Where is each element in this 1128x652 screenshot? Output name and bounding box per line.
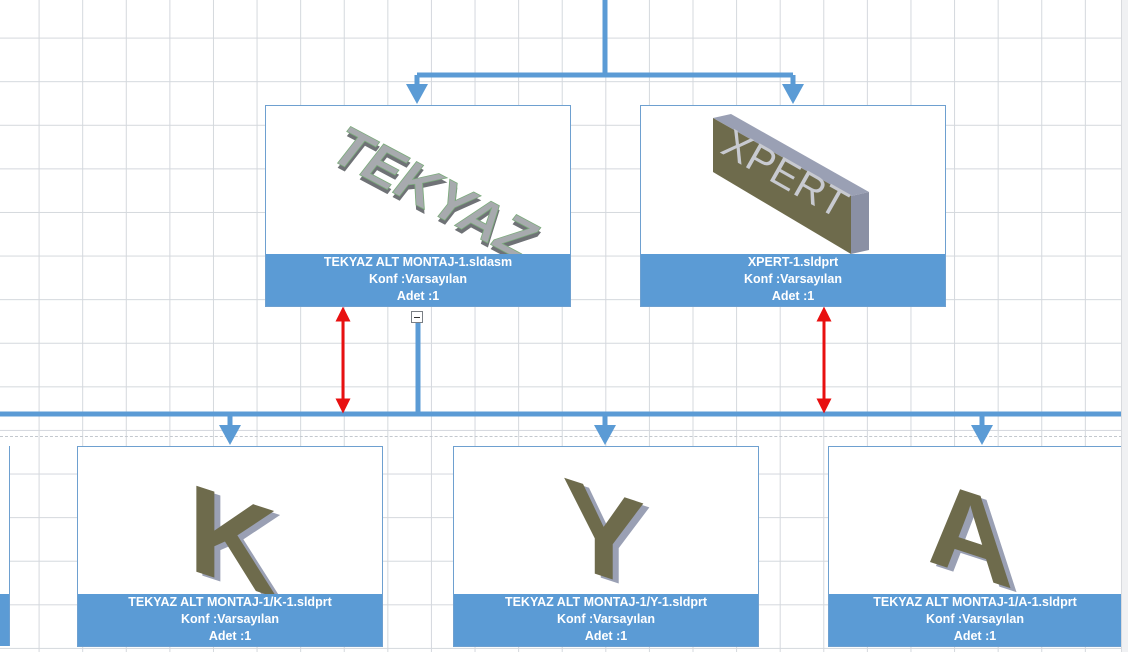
file-name: TEKYAZ ALT MONTAJ-1/A-1.sldprt [873,595,1077,609]
node-tekyaz-assembly[interactable]: TEKYAZ TEKYAZ TEKYAZ ALT MONTAJ-1.sldasm… [265,105,571,307]
thumbnail-a: A A [829,447,1121,619]
caption-a: TEKYAZ ALT MONTAJ-1/A-1.sldprt Konf :Var… [829,594,1121,646]
connector-tekyaz-children [0,323,1122,417]
thumbnail-tekyaz: TEKYAZ TEKYAZ [266,106,570,274]
connector-trunk-top [414,0,796,88]
thumbnail-xpert: XPERT [641,106,945,254]
caption-partial-left [0,594,9,646]
k-3d-letter: K K [188,456,284,629]
row-guide-line [0,436,1122,437]
thumbnail-y: Y Y [454,447,758,620]
node-y-part[interactable]: Y Y TEKYAZ ALT MONTAJ-1/Y-1.sldprt Konf … [453,446,759,647]
node-xpert-part[interactable]: XPERT XPERT-1.sldprt Konf :Varsayılan Ad… [640,105,946,307]
config-label: Konf :Varsayılan [181,612,279,626]
minus-square-icon[interactable] [411,311,423,323]
tekyaz-3d-letters: TEKYAZ TEKYAZ [318,116,551,274]
y-letter-face: Y [562,450,645,616]
arrowhead-y [594,425,616,445]
file-name: TEKYAZ ALT MONTAJ-1.sldasm [323,255,513,269]
a-letter-face: A [927,453,1014,615]
config-label: Konf :Varsayılan [926,612,1024,626]
quantity-label: Adet :1 [584,629,628,643]
arrowhead-tekyaz [406,84,428,104]
caption-tekyaz: TEKYAZ ALT MONTAJ-1.sldasm Konf :Varsayı… [266,254,570,306]
config-label: Konf :Varsayılan [557,612,655,626]
a-letter-side: A [933,457,1020,619]
vertical-scrollbar[interactable] [1121,0,1128,652]
xpert-3d-plate: XPERT [713,114,869,254]
a-3d-letter: A A [927,453,1020,619]
caption-y: TEKYAZ ALT MONTAJ-1/Y-1.sldprt Konf :Var… [454,594,758,646]
file-name: TEKYAZ ALT MONTAJ-1/K-1.sldprt [128,595,332,609]
y-3d-letter: Y Y [562,450,651,620]
caption-xpert: XPERT-1.sldprt Konf :Varsayılan Adet :1 [641,254,945,306]
quantity-label: Adet :1 [771,289,815,303]
config-label: Konf :Varsayılan [369,272,467,286]
thumbnail-k: K K [78,447,382,629]
quantity-label: Adet :1 [953,629,997,643]
caption-k: TEKYAZ ALT MONTAJ-1/K-1.sldprt Konf :Var… [78,594,382,646]
file-name: TEKYAZ ALT MONTAJ-1/Y-1.sldprt [504,595,708,609]
quantity-label: Adet :1 [208,629,252,643]
config-label: Konf :Varsayılan [744,272,842,286]
arrowhead-a [971,425,993,445]
quantity-label: Adet :1 [396,289,440,303]
node-partial-left[interactable] [0,446,10,646]
node-k-part[interactable]: K K TEKYAZ ALT MONTAJ-1/K-1.sldprt Konf … [77,446,383,647]
tekyaz-letters: TEKYAZ [319,117,551,270]
arrowhead-xpert [782,84,804,104]
arrowhead-k [219,425,241,445]
file-name: XPERT-1.sldprt [747,255,839,269]
node-a-part[interactable]: A A TEKYAZ ALT MONTAJ-1/A-1.sldprt Konf … [828,446,1122,647]
y-letter-side: Y [568,454,651,620]
